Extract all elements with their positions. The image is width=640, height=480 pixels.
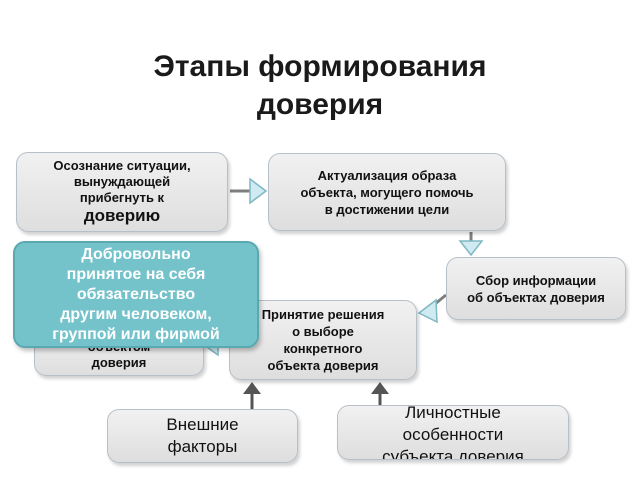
box-external-factors: Внешние факторы <box>107 409 298 463</box>
box-awareness: Осознание ситуации, вынуждающей прибегну… <box>16 152 228 232</box>
personal-traits-text: Личностные особенности субъекта доверия <box>382 405 524 460</box>
arrowhead-actualization-to-info <box>458 240 484 257</box>
actualization-text: Актуализация образа объекта, могущего по… <box>300 167 474 217</box>
box-decision: Принятие решения о выборе конкретного об… <box>229 300 417 380</box>
arrowhead-external-to-decision <box>243 382 261 394</box>
box-info-collection: Сбор информации об объектах доверия <box>446 257 626 320</box>
overlay-text: Добровольно принятое на себя обязательст… <box>52 245 220 343</box>
info-collection-text: Сбор информации об объектах доверия <box>467 272 605 305</box>
awareness-text: Осознание ситуации, вынуждающей прибегну… <box>53 158 191 205</box>
box-personal-traits: Личностные особенности субъекта доверия <box>337 405 569 460</box>
awareness-emphasis: доверию <box>83 206 161 225</box>
arrowhead-info-to-decision <box>417 298 438 324</box>
box-actualization: Актуализация образа объекта, могущего по… <box>268 153 506 231</box>
title-text: Этапы формирования доверия <box>153 50 487 121</box>
arrowhead-personal-to-decision <box>371 382 389 394</box>
arrowhead-awareness-to-actualization <box>249 177 268 205</box>
external-factors-text: Внешние факторы <box>166 415 239 456</box>
page-title: Этапы формирования доверия <box>60 48 580 124</box>
overlay-popup: Добровольно принятое на себя обязательст… <box>13 241 259 348</box>
decision-text: Принятие решения о выборе конкретного об… <box>261 307 385 373</box>
